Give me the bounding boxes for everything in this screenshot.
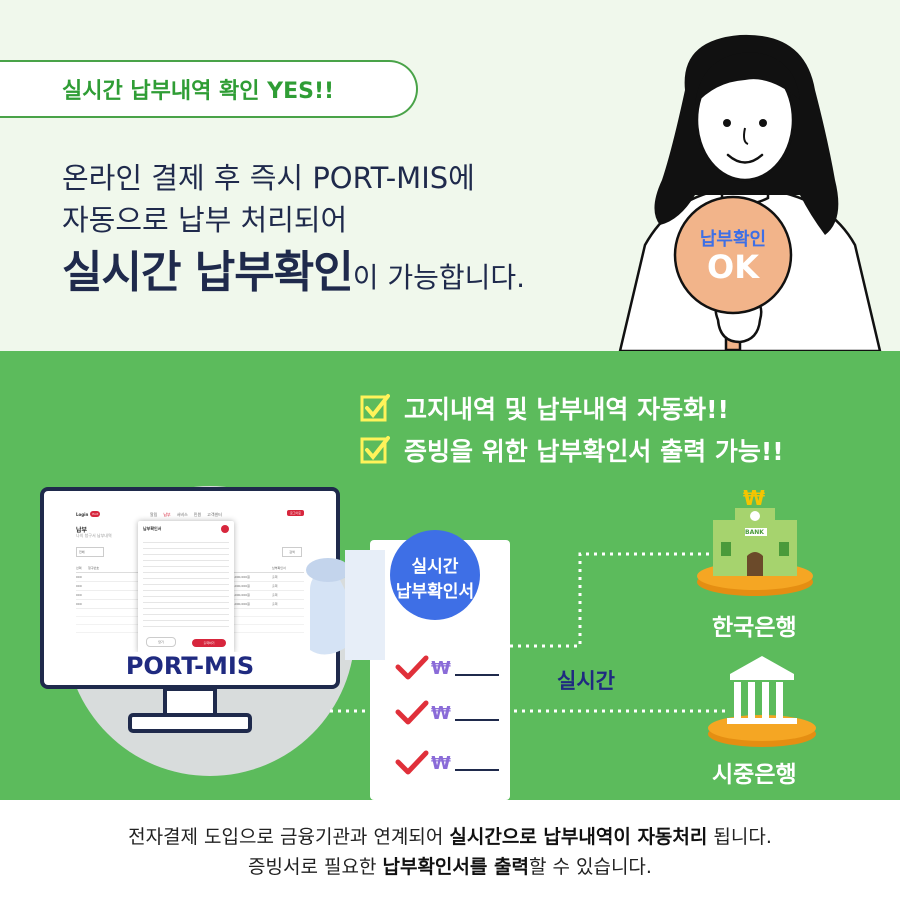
bank-commercial xyxy=(705,650,820,754)
footer-line-2-c: 할 수 있습니다. xyxy=(528,856,652,878)
check-item-1-text: 고지내역 및 납부내역 자동화!! xyxy=(404,395,729,424)
screen-logo-text: Login xyxy=(76,511,89,517)
receipt-blank-line xyxy=(454,705,499,721)
bank-won-sign: ₩ xyxy=(743,486,766,510)
bank-korea-label: 한국은행 xyxy=(712,615,797,641)
top-section: 실시간 납부내역 확인 YES!! 온라인 결제 후 즉시 PORT-MIS에 … xyxy=(0,0,900,351)
footer-line-1: 전자결제 도입으로 금융기관과 연계되어 실시간으로 납부내역이 자동처리 됩니… xyxy=(0,822,900,849)
receipt-blank-line xyxy=(454,660,499,676)
won-icon: ₩ xyxy=(431,752,451,774)
screen-select[interactable]: 전체 xyxy=(76,547,104,557)
screen-row-print-link[interactable]: 출력 xyxy=(272,584,278,588)
headline-badge-text: 실시간 납부내역 확인 YES!! xyxy=(62,79,335,104)
screen-popup-close-button[interactable]: 닫기 xyxy=(146,637,176,647)
intro-line-3: 실시간 납부확인 이 가능합니다. xyxy=(62,236,525,300)
checkbox-icon xyxy=(360,436,390,464)
footer-line-2: 증빙서로 필요한 납부확인서를 출력할 수 있습니다. xyxy=(0,852,900,879)
intro-line-2: 자동으로 납부 처리되어 xyxy=(62,203,348,237)
receipt-line: ₩ xyxy=(395,700,499,726)
screen-logo: Login Port xyxy=(76,511,101,517)
check-item-2: 증빙을 위한 납부확인서 출력 가능!! xyxy=(360,432,784,468)
screen-nav: 알림 납부 서비스 민원 고객센터 xyxy=(150,512,222,518)
screen-row-print-link[interactable]: 출력 xyxy=(272,602,278,606)
screen-popup-title: 납부확인서 xyxy=(143,526,162,531)
woman-illustration xyxy=(618,34,882,351)
screen-row-amount: 000,000,000원 xyxy=(228,593,250,597)
intro-line-3-strong: 실시간 납부확인 xyxy=(62,247,354,298)
red-check-icon xyxy=(395,655,429,680)
receipt-line: ₩ xyxy=(395,750,499,776)
sign-circle xyxy=(673,195,793,315)
bank-korea: ₩ BANK xyxy=(695,486,815,604)
headline-badge: 실시간 납부내역 확인 YES!! xyxy=(0,60,418,118)
screen-row-print-link[interactable]: 출력 xyxy=(272,575,278,579)
sign-text-ok: OK xyxy=(707,248,759,286)
screen-col-header: 금액 xyxy=(228,565,272,572)
footer-line-2-a: 증빙서로 필요한 xyxy=(248,856,383,878)
bank-building-icon xyxy=(697,508,813,596)
screen-nav-item[interactable]: 고객센터 xyxy=(207,512,222,517)
screen-breadcrumb: 나의 청구서 납부내역 xyxy=(76,533,112,538)
screen-search-button[interactable]: 검색 xyxy=(282,547,302,557)
bottom-section: 전자결제 도입으로 금융기관과 연계되어 실시간으로 납부내역이 자동처리 됩니… xyxy=(0,800,900,900)
receipt-document: 실시간 납부확인서 ₩ ₩ ₩ xyxy=(300,530,520,804)
screen-page-title: 납부 xyxy=(76,527,88,534)
monitor: Login Port 알림 납부 서비스 민원 고객센터 로그아웃 납부 나의 … xyxy=(40,487,340,741)
red-check-icon xyxy=(395,700,429,725)
check-item-2-text: 증빙을 위한 납부확인서 출력 가능!! xyxy=(404,437,784,466)
receipt-badge-line2: 납부확인서 xyxy=(395,582,475,602)
won-icon: ₩ xyxy=(431,657,451,679)
screen-popup-print-button[interactable]: 출력하기 xyxy=(192,639,226,647)
screen-row-amount: 000,000,000원 xyxy=(228,575,250,579)
screen-col-header: 청구번호 xyxy=(88,566,100,570)
checkbox-icon xyxy=(360,394,390,422)
monitor-screen: Login Port 알림 납부 서비스 민원 고객센터 로그아웃 납부 나의 … xyxy=(70,507,310,652)
won-icon: ₩ xyxy=(431,702,451,724)
screen-row-amount: 000,000,000원 xyxy=(228,584,250,588)
footer-line-1-strong: 실시간으로 납부내역이 자동처리 xyxy=(449,826,708,848)
sign-text-top: 납부확인 xyxy=(699,229,767,250)
screen-nav-item[interactable]: 서비스 xyxy=(176,512,188,517)
monitor-label: PORT-MIS xyxy=(125,652,255,680)
receipt-badge-line1: 실시간 xyxy=(411,557,459,577)
intro-line-3-rest: 이 가능합니다. xyxy=(352,261,526,294)
screen-row-amount: 000,000,000원 xyxy=(228,602,250,606)
realtime-label: 실시간 xyxy=(557,669,615,693)
screen-popup-logo xyxy=(221,525,229,533)
red-check-icon xyxy=(395,750,429,775)
screen-popup-body xyxy=(143,537,229,629)
screen-select-value: 전체 xyxy=(79,550,85,554)
receipt-blank-line xyxy=(454,755,499,771)
receipt-badge: 실시간 납부확인서 xyxy=(390,530,480,620)
footer-line-1-c: 됩니다. xyxy=(707,826,772,848)
screen-row-id: 000 xyxy=(76,575,82,579)
screen-row-id: 000 xyxy=(76,602,82,606)
bank-sign-text: BANK xyxy=(745,529,764,536)
screen-nav-item[interactable]: 납부 xyxy=(163,512,171,517)
screen-col-header: 납부확인서 xyxy=(272,566,286,570)
footer-line-1-a: 전자결제 도입으로 금융기관과 연계되어 xyxy=(128,826,450,848)
screen-row-print-link[interactable]: 출력 xyxy=(272,593,278,597)
check-item-1: 고지내역 및 납부내역 자동화!! xyxy=(360,390,729,426)
screen-nav-item[interactable]: 알림 xyxy=(150,512,158,517)
screen-search-label: 검색 xyxy=(289,550,295,554)
footer-line-2-strong: 납부확인서를 출력 xyxy=(382,856,529,878)
screen-logo-badge: Port xyxy=(90,511,101,517)
screen-row-id: 000 xyxy=(76,593,82,597)
bank-commercial-label: 시중은행 xyxy=(712,762,797,788)
intro-line-1: 온라인 결제 후 즉시 PORT-MIS에 xyxy=(62,161,475,195)
screen-col-header: 선택 xyxy=(76,566,82,570)
screen-nav-item[interactable]: 민원 xyxy=(193,512,202,517)
screen-row-id: 000 xyxy=(76,584,82,588)
receipt-line: ₩ xyxy=(395,655,499,681)
screen-popup: 납부확인서 닫기 출력하기 xyxy=(138,521,234,652)
screen-logout-button[interactable]: 로그아웃 xyxy=(286,510,304,516)
bank-pillars-icon xyxy=(708,656,816,747)
